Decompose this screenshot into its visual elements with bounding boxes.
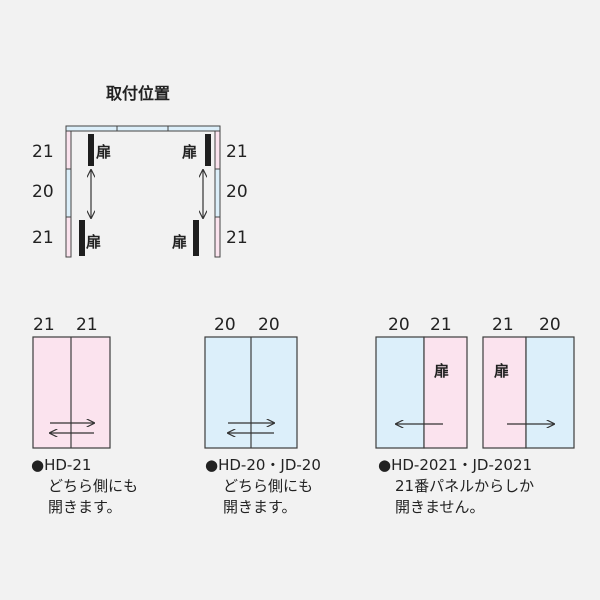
door-label-right-top: 扉 — [182, 143, 198, 161]
left-label-middle: 20 — [32, 182, 54, 202]
left-label-bottom: 21 — [32, 228, 54, 248]
right-label-bottom: 21 — [226, 228, 248, 248]
door-label-right-bottom: 扉 — [172, 233, 188, 251]
door-label-left-bottom: 扉 — [86, 233, 102, 251]
variant-hd2021-right-panels — [482, 336, 575, 449]
variant1-note: ●HD-21 どちら側にも 開きます。 — [31, 455, 138, 518]
variant1-model: ●HD-21 — [31, 456, 92, 474]
variant3-model: ●HD-2021・JD-2021 — [378, 456, 533, 474]
variant1-desc-2: 開きます。 — [48, 498, 122, 516]
top-rail — [65, 125, 221, 132]
left-side-panels — [65, 130, 72, 258]
door-bar-left-top — [88, 134, 94, 166]
variant3-label-right: 21 — [430, 315, 452, 335]
door-bar-right-top — [205, 134, 211, 166]
variant3-desc-1: 21番パネルからしか — [395, 477, 535, 495]
right-label-middle: 20 — [226, 182, 248, 202]
variant2-label-right: 20 — [258, 315, 280, 335]
variant3-note: ●HD-2021・JD-2021 21番パネルからしか 開きません。 — [378, 455, 534, 518]
variant2-label-left: 20 — [214, 315, 236, 335]
variant3-door-label: 扉 — [434, 362, 450, 380]
variant1-label-left: 21 — [33, 315, 55, 335]
door-label-left-top: 扉 — [96, 143, 112, 161]
variant2-model: ●HD-20・JD-20 — [205, 456, 321, 474]
variant1-label-right: 21 — [76, 315, 98, 335]
variant1-desc-1: どちら側にも — [48, 477, 139, 495]
left-label-top: 21 — [32, 142, 54, 162]
right-label-top: 21 — [226, 142, 248, 162]
variant2-note: ●HD-20・JD-20 どちら側にも 開きます。 — [205, 455, 321, 518]
variant-hd2021-left-panels — [375, 336, 468, 449]
variant4-label-left: 21 — [492, 315, 514, 335]
door-bar-left-bottom — [79, 220, 85, 256]
variant3-label-left: 20 — [388, 315, 410, 335]
door-bar-right-bottom — [193, 220, 199, 256]
variant4-door-label: 扉 — [494, 362, 510, 380]
variant2-desc-2: 開きます。 — [223, 498, 297, 516]
variant-hd20-panels — [204, 336, 298, 449]
right-side-panels — [214, 130, 221, 258]
variant-hd21-panels — [32, 336, 111, 449]
variant4-label-right: 20 — [539, 315, 561, 335]
variant2-desc-1: どちら側にも — [223, 477, 314, 495]
diagram-title: 取付位置 — [106, 84, 171, 103]
variant3-desc-2: 開きません。 — [395, 498, 485, 516]
